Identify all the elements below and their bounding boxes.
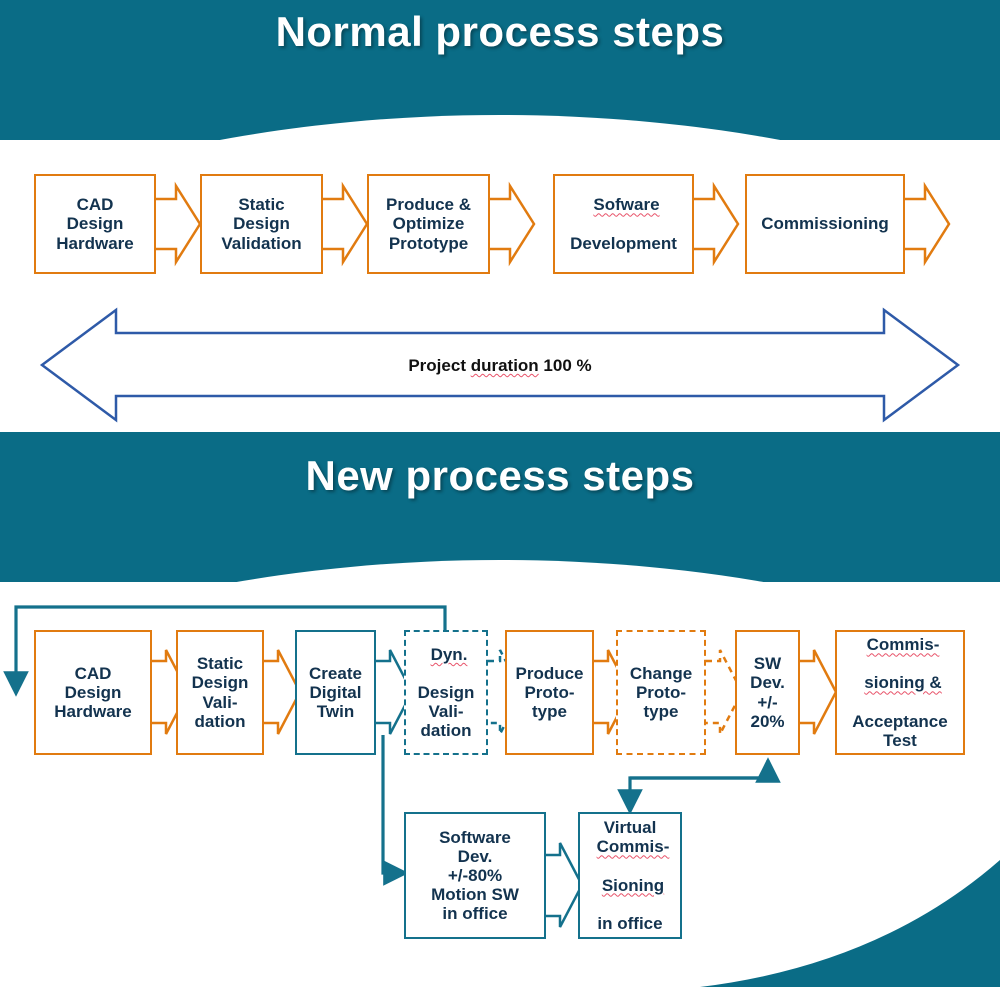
bottom-corner-swoosh [700,860,1000,987]
node-commissioning[interactable]: Commissioning [745,174,905,274]
arrow-commissioning-out [905,181,951,267]
connector-twin-to-softwaredev [381,735,409,886]
page-title-normal: Normal process steps [275,8,725,55]
node-label: Commissioning [761,214,889,234]
connector-into-virtual-commissioning [617,760,770,815]
top-banner-shape [0,0,1000,140]
arrow-software-to-commissioning [694,181,740,267]
connector-feedback-to-cad [3,605,447,697]
arrow-swdev-to-commissioning [800,649,838,735]
arrow-change-to-swdev-dashed [706,649,744,735]
duration-double-arrow-outline [39,307,961,423]
mid-banner-shape [0,432,1000,582]
page-title-new: New process steps [305,452,695,499]
arrow-softwaredev-to-virtualcomm [546,842,584,928]
project-duration-label: Project duration 100 % [408,356,592,375]
connector-virtualcomm-to-swdev [630,757,781,783]
arrow-produce-to-software [490,181,536,267]
